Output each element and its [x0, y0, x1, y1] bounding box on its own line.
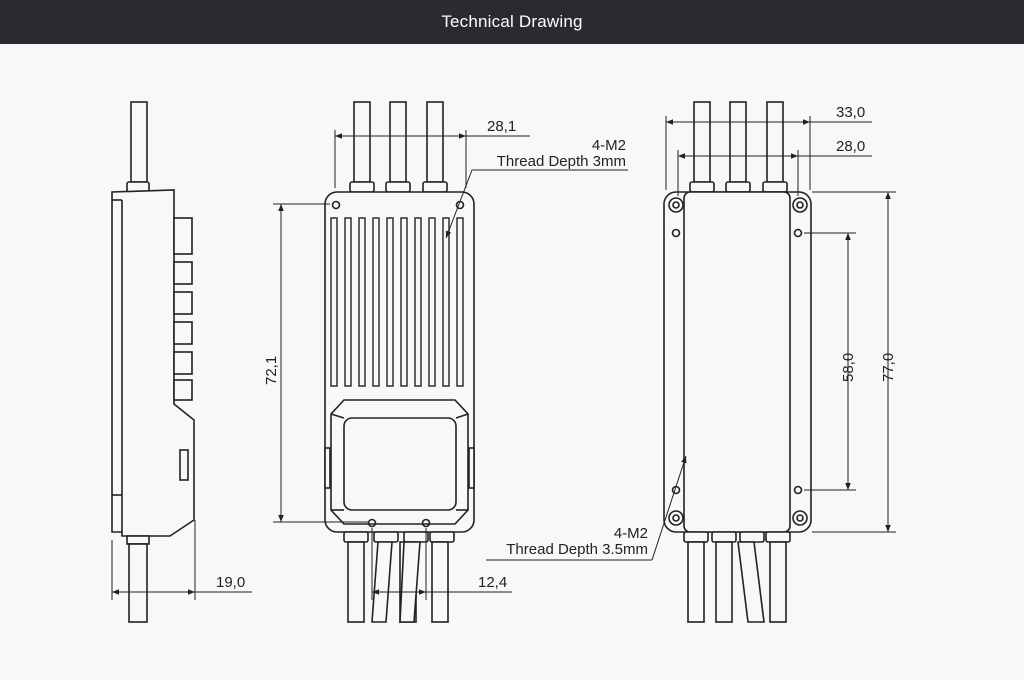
- front-thread-spec: 4-M2: [592, 137, 626, 154]
- dim-front-bottom-pitch: 12,4: [478, 574, 507, 591]
- dim-front-top-pitch: 28,1: [487, 118, 516, 135]
- back-thread-depth: Thread Depth 3.5mm: [506, 541, 648, 558]
- dim-back-hole-pitch: 28,0: [836, 138, 865, 155]
- back-thread-spec: 4-M2: [614, 525, 648, 542]
- front-thread-depth: Thread Depth 3mm: [497, 153, 626, 170]
- title-bar: Technical Drawing: [0, 0, 1024, 44]
- front-view: [273, 101, 628, 623]
- dim-back-outer-width: 33,0: [836, 104, 865, 121]
- dim-side-thickness: 19,0: [216, 574, 245, 591]
- side-view: [111, 101, 252, 623]
- dim-back-height: 77,0: [880, 353, 897, 382]
- dim-back-hole-vertical: 58,0: [840, 353, 857, 382]
- technical-drawing: 19,0: [111, 101, 897, 623]
- back-view: [486, 101, 896, 623]
- page-title: Technical Drawing: [441, 12, 583, 31]
- dim-front-height: 72,1: [263, 356, 280, 385]
